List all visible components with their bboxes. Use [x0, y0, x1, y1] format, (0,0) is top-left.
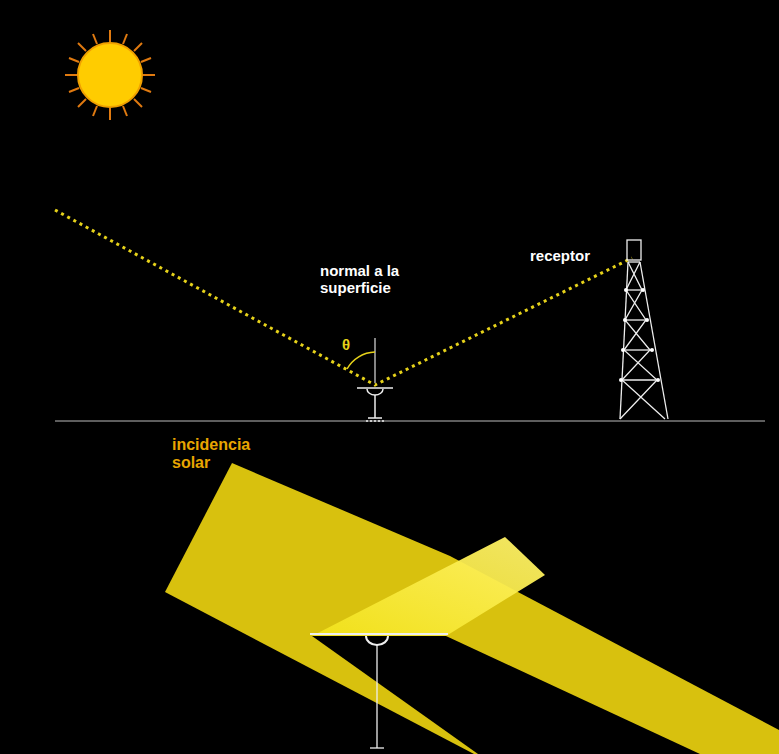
angle-arc — [347, 352, 375, 369]
normal-label: normal a la superficie — [320, 262, 450, 297]
normal-line — [374, 338, 375, 383]
receptor-label: receptor — [530, 247, 625, 264]
mirror-detail — [310, 634, 448, 748]
tower — [619, 240, 668, 419]
incidence-label: incidencia solar — [172, 436, 282, 473]
angle-symbol: θ — [342, 336, 362, 353]
sun — [65, 30, 155, 120]
heliostat — [357, 388, 393, 421]
solar-beam — [165, 463, 779, 754]
sun-ray — [55, 210, 632, 385]
ground-line — [55, 421, 765, 422]
